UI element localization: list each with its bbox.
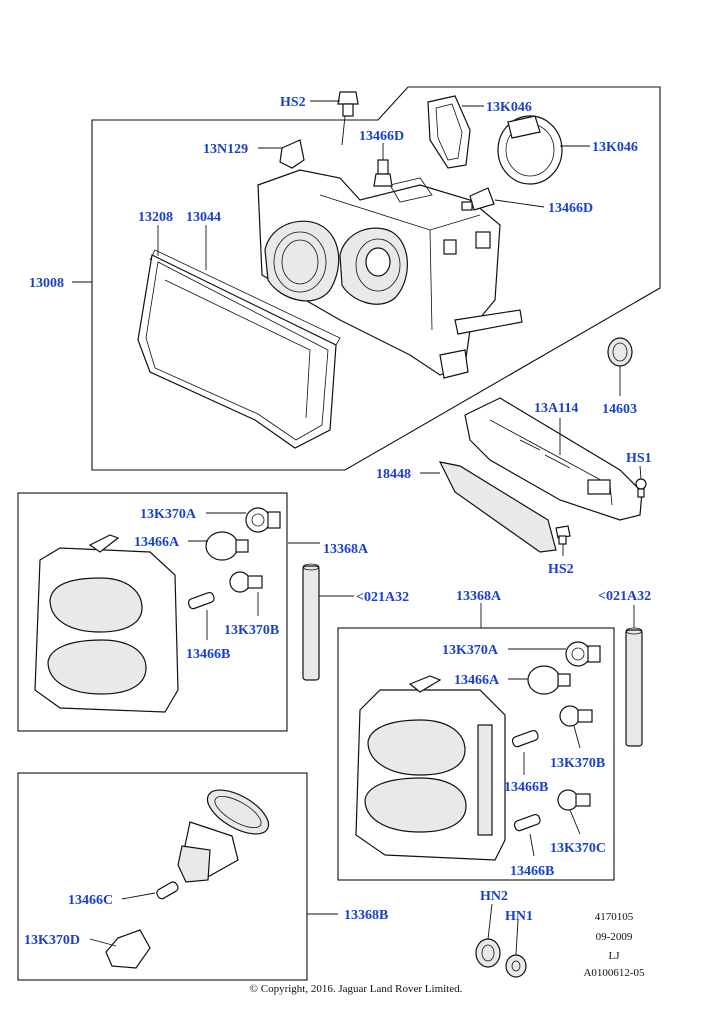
tube-021a32-left: [302, 563, 320, 681]
label-13k370d: 13K370D: [24, 933, 80, 948]
part-labels: HS2 13K046 13N129 13466D 13K046 13466D 1…: [24, 95, 652, 948]
side-repeater-lens: [206, 789, 270, 835]
label-13k046-a: 13K046: [486, 100, 532, 115]
label-14603: 14603: [602, 402, 637, 417]
label-13n129: 13N129: [203, 142, 248, 157]
label-18448: 18448: [376, 467, 411, 482]
seal-13k046-b: [497, 115, 563, 185]
socket-13k370b-right: [559, 705, 593, 727]
label-hs1: HS1: [626, 451, 652, 466]
label-13466a-right: 13466A: [454, 673, 500, 688]
bulb-13466d-lower: [461, 187, 495, 211]
trim-18448: [438, 461, 557, 553]
label-hn1: HN1: [505, 909, 533, 924]
label-hs2-top: HS2: [280, 95, 306, 110]
label-13k370a-right: 13K370A: [442, 643, 499, 658]
ref-number: 4170105: [595, 911, 634, 923]
label-13208: 13208: [138, 210, 173, 225]
label-13a114: 13A114: [534, 401, 578, 416]
label-13k370a-left: 13K370A: [140, 507, 197, 522]
clip-13n129: [279, 139, 305, 169]
bulb-13466d-upper: [373, 159, 393, 187]
bolt-hs2-bottom: [555, 525, 571, 545]
nut-hn1: [505, 954, 527, 978]
nut-hn2: [475, 938, 501, 968]
socket-13k370a-right: [565, 641, 601, 667]
bulb-13466b-left: [187, 591, 215, 610]
copyright: © Copyright, 2016. Jaguar Land Rover Lim…: [250, 983, 463, 995]
bulb-13466b-right-2: [513, 813, 541, 832]
label-13k370b-left: 13K370B: [224, 623, 279, 638]
ref-model: LJ: [609, 950, 621, 962]
bulb-13466b-right-1: [511, 729, 539, 748]
socket-13k370a-left: [245, 507, 281, 533]
label-13044: 13044: [186, 210, 221, 225]
label-13368a-left: 13368A: [323, 542, 369, 557]
headlamp-lens: [137, 249, 341, 449]
socket-13k370d: [105, 929, 151, 969]
left-side-lamp: [34, 534, 179, 713]
bulb-13466a-left: [205, 531, 249, 561]
right-side-lamp: [355, 675, 506, 861]
label-13k046-b: 13K046: [592, 140, 638, 155]
label-13466d-lower: 13466D: [548, 201, 593, 216]
label-13466d-upper: 13466D: [359, 129, 404, 144]
label-hn2: HN2: [480, 889, 508, 904]
label-13k370b-right: 13K370B: [550, 756, 605, 771]
bulb-13466a-right: [527, 665, 571, 695]
seal-13k046-a: [427, 95, 471, 169]
label-13008: 13008: [29, 276, 64, 291]
bulb-13466c: [156, 881, 179, 900]
label-13466b-right-2: 13466B: [510, 864, 554, 879]
label-021a32-right: <021A32: [598, 589, 651, 604]
label-13466b-right-1: 13466B: [504, 780, 548, 795]
label-13k370c-right: 13K370C: [550, 841, 606, 856]
label-13368b: 13368B: [344, 908, 388, 923]
cap-14603: [607, 337, 633, 367]
socket-13k370c-right: [557, 789, 591, 811]
label-021a32-left: <021A32: [356, 590, 409, 605]
label-hs2-bottom: HS2: [548, 562, 574, 577]
label-13466b-left: 13466B: [186, 647, 230, 662]
ref-date: 09-2009: [596, 931, 633, 943]
side-repeater-box: [17, 772, 308, 981]
socket-13k370b-left: [229, 571, 263, 593]
label-13466a-left: 13466A: [134, 535, 180, 550]
label-13466c: 13466C: [68, 893, 113, 908]
bolt-hs2-top: [337, 91, 359, 117]
bolt-hs1: [635, 478, 647, 498]
tube-021a32-right: [625, 627, 643, 747]
ref-code: A0100612-05: [583, 967, 645, 979]
headlamp-housing: [257, 169, 523, 379]
leader-lines: [72, 100, 642, 956]
reference-info: 4170105 09-2009 LJ A0100612-05 © Copyrig…: [250, 911, 645, 995]
right-lamp-box: [337, 627, 615, 881]
side-repeater-housing: [177, 821, 239, 883]
label-13368a-right: 13368A: [456, 589, 502, 604]
left-lamp-box: [17, 492, 288, 732]
headlamp-assembly-box: [91, 86, 661, 471]
